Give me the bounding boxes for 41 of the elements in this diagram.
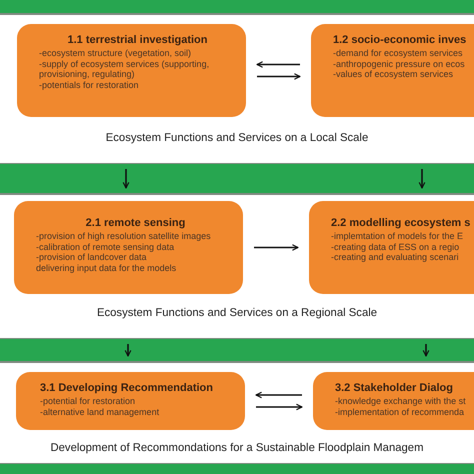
section-caption: Development of Recommondations for a Sustainable Floodplain Managem (49, 442, 424, 454)
bullet-text: -creating and evaluating scenari (331, 252, 460, 263)
box-heading: 3.2 Stakeholder Dialog (335, 382, 454, 394)
arrow (256, 404, 303, 410)
box-heading: 3.1 Developing Recommendation (40, 382, 214, 394)
bullet-text: -alternative land management (40, 406, 160, 418)
bullet-text: -anthropogenic pressure on ecos (333, 58, 466, 70)
process-box (311, 24, 474, 117)
process-box (17, 24, 246, 117)
section-caption: Ecosystem Functions and Services on a Regional Scale (96, 307, 378, 319)
bullet-text: -knowledge exchange with the st (335, 396, 467, 407)
process-box (16, 372, 245, 430)
box-heading: 1.1 terrestrial investigation (66, 34, 208, 46)
arrow (256, 61, 300, 68)
arrow (124, 344, 132, 357)
process-box (309, 201, 474, 294)
bullet-text: -potential for restoration (40, 396, 136, 407)
bullet-text: -demand for ecosystem services (333, 48, 464, 59)
arrow (254, 244, 299, 251)
arrow (255, 392, 302, 398)
box-heading: 2.1 remote sensing (84, 217, 186, 229)
bullet-text: -values of ecosystem services (333, 69, 454, 80)
arrow (418, 169, 426, 189)
box-heading: 2.2 modelling ecosystem s (331, 217, 472, 229)
process-box (313, 372, 474, 430)
bullet-text: -implementation of recommenda (335, 406, 466, 418)
bullet-text: -creating data of ESS on a regio (331, 242, 460, 252)
bullet-text: -supply of ecosystem services (supporting, provisioning, regulating) (39, 58, 210, 80)
arrow (257, 73, 301, 80)
box-heading: 1.2 socio-economic inves (333, 34, 468, 46)
section-caption: Ecosystem Functions and Services on a Local Scale (104, 132, 370, 144)
bullet-text: -potentials for restoration (39, 80, 140, 90)
arrow (122, 169, 130, 189)
arrow (422, 344, 430, 357)
bullet-text: -provision of landcover data (36, 252, 148, 263)
bullet-text: -implemtation of models for the E (331, 231, 464, 242)
bullet-text: delivering input data for the models (36, 262, 178, 274)
bullet-text: -provision of high resolution satellite images (36, 231, 212, 242)
bullet-text: -ecosystem structure (vegetation, soil) (39, 48, 192, 59)
process-box (14, 201, 243, 294)
bullet-text: -calibration of remote sensing data (36, 242, 176, 252)
